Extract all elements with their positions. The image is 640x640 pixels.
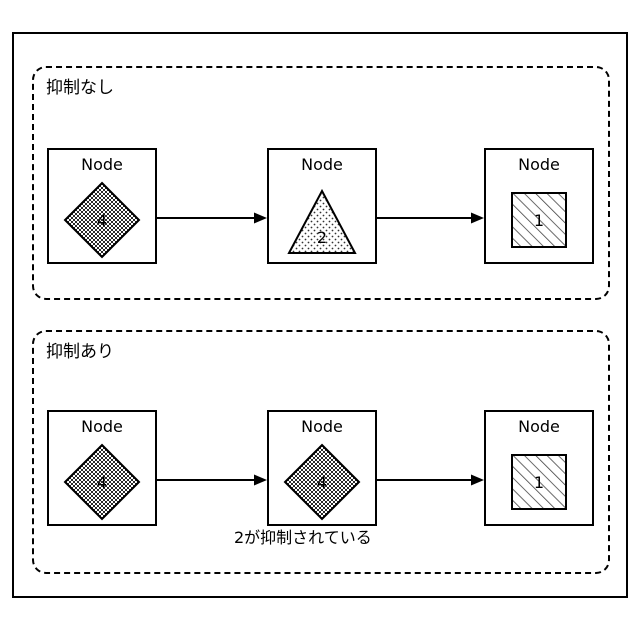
node-box-inhibit-1: Node 4	[47, 410, 157, 526]
node-box-inhibit-3: Node 1	[484, 410, 594, 526]
node-box-no-inhibit-1: Node 4	[47, 148, 157, 264]
panel-inhibit	[32, 330, 610, 574]
panel-no-inhibit	[32, 66, 610, 300]
shape-value: 4	[97, 473, 107, 492]
panel-title-no-inhibit: 抑制なし	[46, 78, 114, 98]
node-box-label: Node	[81, 155, 123, 174]
caption-inhibited: 2が抑制されている	[234, 528, 372, 547]
shape-diamond: 4	[49, 442, 155, 522]
shape-value: 4	[97, 211, 107, 230]
node-box-label: Node	[81, 417, 123, 436]
shape-diamond: 4	[49, 180, 155, 260]
node-box-no-inhibit-3: Node 1	[484, 148, 594, 264]
node-box-no-inhibit-2: Node 2	[267, 148, 377, 264]
arrow-no-inhibit-1	[157, 211, 267, 225]
node-box-label: Node	[518, 417, 560, 436]
shape-value: 4	[317, 473, 327, 492]
shape-square: 1	[486, 180, 592, 260]
arrow-inhibit-1	[157, 473, 267, 487]
arrow-no-inhibit-2	[377, 211, 484, 225]
arrow-inhibit-2	[377, 473, 484, 487]
shape-square: 1	[486, 442, 592, 522]
node-box-label: Node	[301, 417, 343, 436]
shape-value: 1	[534, 211, 544, 230]
shape-diamond: 4	[269, 442, 375, 522]
node-box-label: Node	[518, 155, 560, 174]
node-box-label: Node	[301, 155, 343, 174]
shape-triangle: 2	[269, 180, 375, 260]
shape-value: 1	[534, 473, 544, 492]
node-box-inhibit-2: Node 4	[267, 410, 377, 526]
panel-title-inhibit: 抑制あり	[46, 342, 114, 362]
shape-value: 2	[317, 228, 327, 247]
